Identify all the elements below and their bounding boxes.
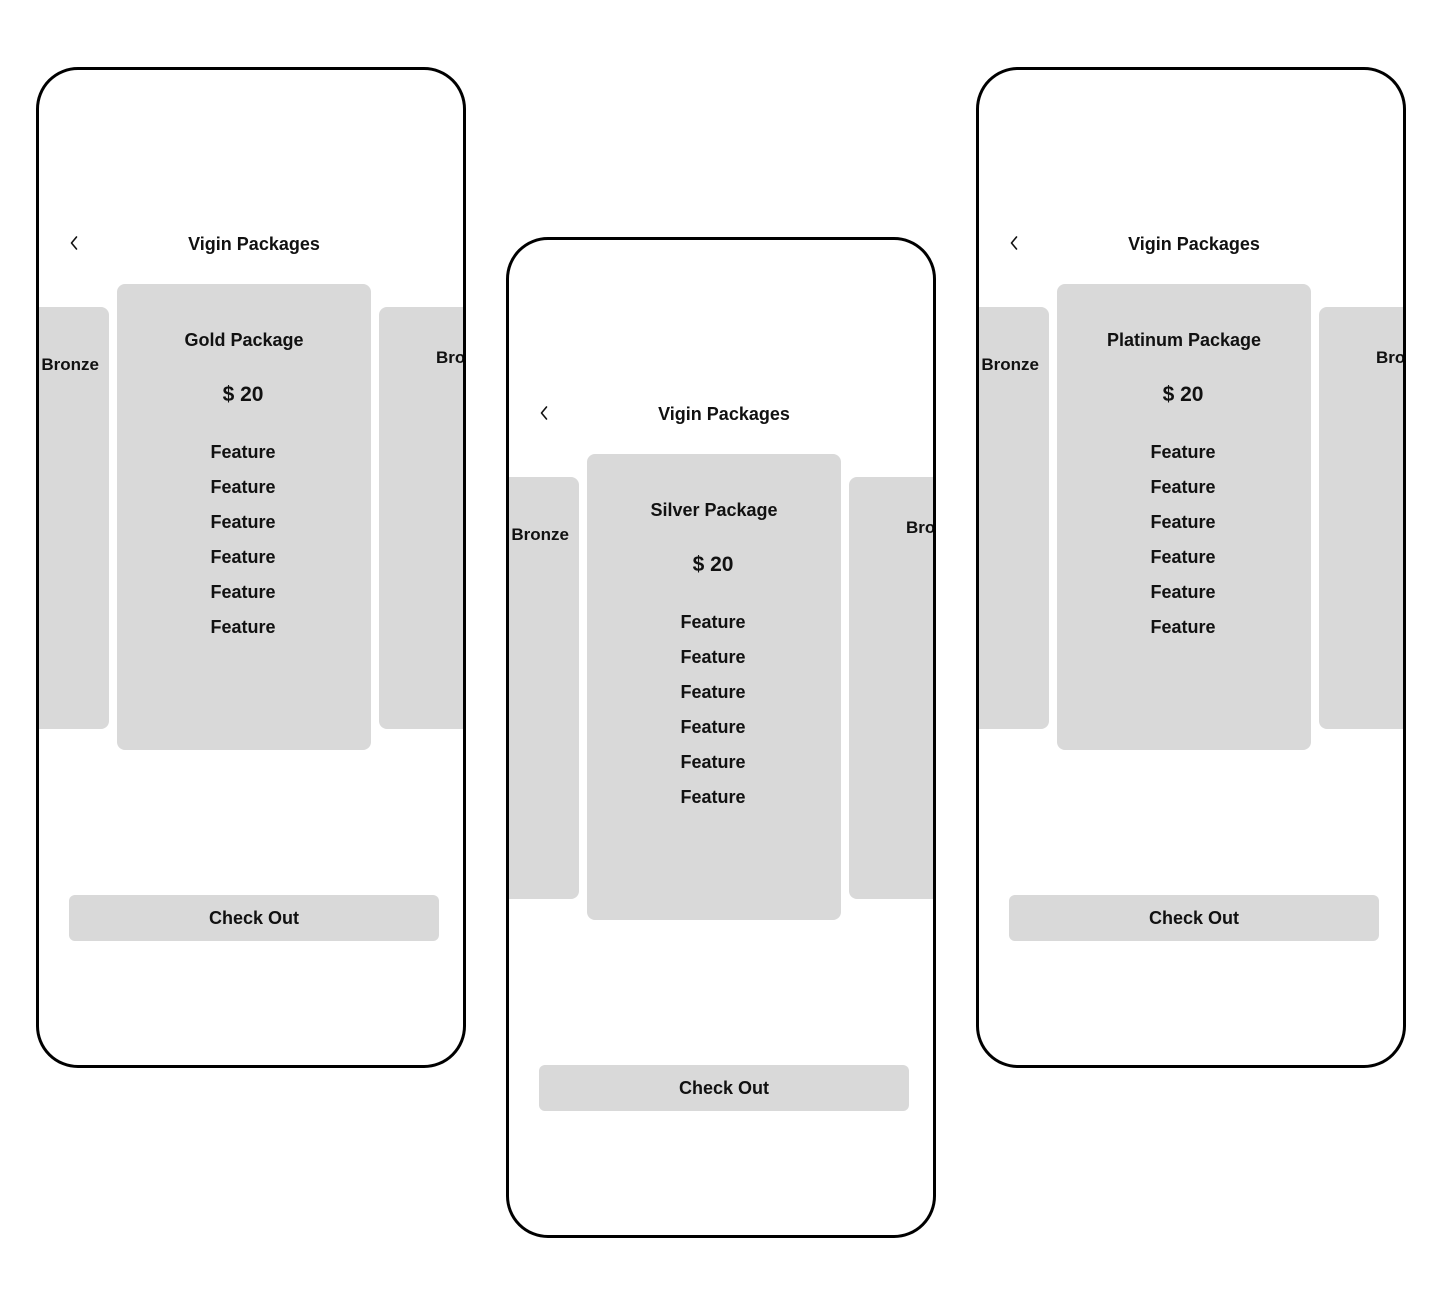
feature-item: Feature (680, 612, 746, 632)
page-title: Vigin Packages (658, 404, 790, 424)
previous-package-label: Bronze (511, 525, 569, 544)
check-out-button[interactable]: Check Out (1009, 895, 1379, 941)
package-name: Platinum Package (1106, 330, 1262, 350)
chevron-left-icon[interactable] (1006, 233, 1022, 253)
package-price: $ 20 (692, 553, 734, 576)
next-package-label: Bronze (906, 518, 936, 537)
feature-list: Feature Feature Feature Feature Feature … (587, 610, 839, 820)
page-title: Vigin Packages (188, 234, 320, 254)
feature-item: Feature (1150, 617, 1216, 637)
package-name: Silver Package (650, 500, 778, 520)
page-title: Vigin Packages (1128, 234, 1260, 254)
next-package-label: Bronze (1376, 348, 1406, 367)
feature-item: Feature (210, 512, 276, 532)
feature-item: Feature (210, 547, 276, 567)
feature-item: Feature (210, 477, 276, 497)
package-card[interactable]: Platinum Package $ 20 Feature Feature Fe… (1057, 284, 1311, 750)
chevron-left-icon[interactable] (66, 233, 82, 253)
previous-package-card[interactable]: Bronze (979, 307, 1049, 729)
next-package-card[interactable]: Bronze (379, 307, 466, 729)
package-price: $ 20 (1162, 383, 1204, 406)
previous-package-label: Bronze (41, 355, 99, 374)
phone-frame-platinum: Vigin Packages Bronze Platinum Package $… (976, 67, 1406, 1068)
feature-item: Feature (210, 442, 276, 462)
feature-item: Feature (1150, 547, 1216, 567)
package-card[interactable]: Silver Package $ 20 Feature Feature Feat… (587, 454, 841, 920)
feature-item: Feature (680, 647, 746, 667)
previous-package-card[interactable]: Bronze (509, 477, 579, 899)
feature-item: Feature (680, 787, 746, 807)
previous-package-label: Bronze (981, 355, 1039, 374)
feature-item: Feature (680, 752, 746, 772)
feature-item: Feature (210, 582, 276, 602)
package-card[interactable]: Gold Package $ 20 Feature Feature Featur… (117, 284, 371, 750)
feature-item: Feature (1150, 477, 1216, 497)
check-out-button[interactable]: Check Out (69, 895, 439, 941)
check-out-button[interactable]: Check Out (539, 1065, 909, 1111)
phone-frame-silver: Vigin Packages Bronze Silver Package $ 2… (506, 237, 936, 1238)
feature-item: Feature (680, 717, 746, 737)
package-price: $ 20 (222, 383, 264, 406)
feature-list: Feature Feature Feature Feature Feature … (1057, 440, 1309, 650)
previous-package-card[interactable]: Bronze (39, 307, 109, 729)
feature-item: Feature (1150, 512, 1216, 532)
feature-item: Feature (1150, 442, 1216, 462)
next-package-card[interactable]: Bronze (849, 477, 936, 899)
next-package-card[interactable]: Bronze (1319, 307, 1406, 729)
next-package-label: Bronze (436, 348, 466, 367)
feature-item: Feature (210, 617, 276, 637)
chevron-left-icon[interactable] (536, 403, 552, 423)
feature-item: Feature (680, 682, 746, 702)
package-name: Gold Package (184, 330, 304, 350)
phone-frame-gold: Vigin Packages Bronze Gold Package $ 20 … (36, 67, 466, 1068)
feature-item: Feature (1150, 582, 1216, 602)
feature-list: Feature Feature Feature Feature Feature … (117, 440, 369, 650)
